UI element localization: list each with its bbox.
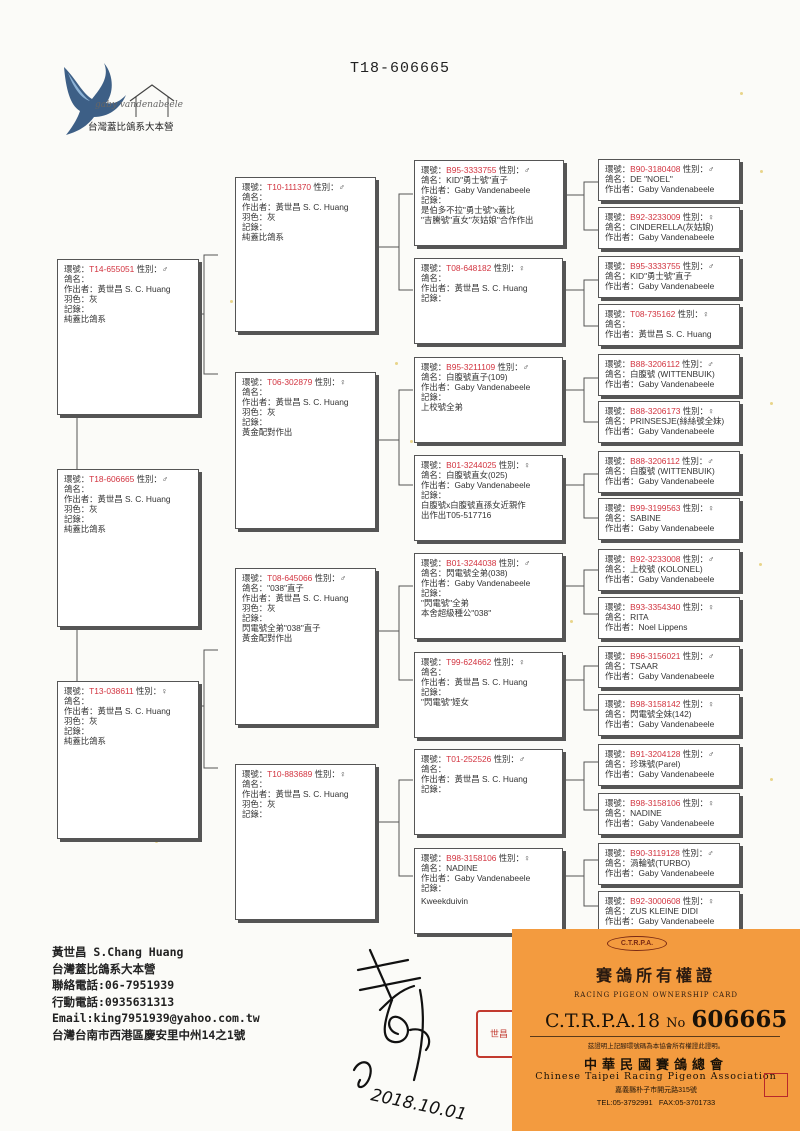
pedigree-card-g5-5: 環號：B88-3206112 性別：♂ 鴿名：白腹號 (WITTENBUIK) … [598, 354, 740, 396]
logo-name: 台灣蓋比鴿系大本營 [88, 122, 174, 133]
ring-number: B01-3244038 [446, 558, 497, 568]
pedigree-card-g4-1: 環號：B95-3333755 性別：♂ 鴿名：KID"勇士號"直子 作出者：Ga… [414, 160, 564, 246]
paper-speck [230, 300, 233, 303]
signature-date: 2018.10.01 [369, 1085, 468, 1120]
paper-speck [760, 170, 763, 173]
ctrpa-badge: C.T.R.P.A. [607, 936, 667, 951]
contact-name: 黃世昌 S.Chang Huang [52, 945, 184, 959]
pedigree-card-g4-2: 環號：T08-648182 性別：♀ 鴿名： 作出者：黃世昌 S. C. Hua… [414, 258, 563, 344]
pedigree-card-g4-8: 環號：B98-3158106 性別：♀ 鴿名：NADINE 作出者：Gaby V… [414, 848, 563, 934]
pedigree-card-g5-8: 環號：B99-3199563 性別：♀ 鴿名：SABINE 作出者：Gaby V… [598, 498, 740, 540]
ring-number: T01-252526 [446, 754, 492, 764]
pedigree-card-g4-6: 環號：T99-624662 性別：♀ 鴿名： 作出者：黃世昌 S. C. Hua… [414, 652, 563, 738]
pedigree-card-sire-sire: 環號：T10-111370 性別：♂ 鴿名： 作出者：黃世昌 S. C. Hua… [235, 177, 376, 332]
association-address: 嘉義縣朴子市開元路315號 [615, 1087, 697, 1094]
pedigree-card-g5-6: 環號：B88-3206173 性別：♀ 鴿名：PRINSESJE(絲絲號全妹) … [598, 401, 740, 443]
ring-number: T99-624662 [446, 657, 492, 667]
pedigree-card-g5-13: 環號：B91-3204128 性別：♂ 鴿名：珍珠號(Parel) 作出者：Ga… [598, 744, 740, 786]
paper-speck [570, 620, 573, 623]
ring-number: B01-3244025 [446, 460, 497, 470]
ring-number: B95-3333755 [446, 165, 497, 175]
ring-number: T18-606665 [89, 474, 135, 484]
pedigree-card-g5-14: 環號：B98-3158106 性別：♀ 鴿名：NADINE 作出者：Gaby V… [598, 793, 740, 835]
pedigree-card-sire-dam: 環號：T06-302879 性別：♀ 鴿名： 作出者：黃世昌 S. C. Hua… [235, 372, 376, 529]
ring-number: T10-883689 [267, 769, 313, 779]
ownership-card-subtitle: RACING PIGEON OWNERSHIP CARD [574, 991, 738, 999]
pedigree-card-g5-11: 環號：B96-3156021 性別：♂ 鴿名：TSAAR 作出者：Gaby Va… [598, 646, 740, 688]
pedigree-card-subject: 環號：T18-606665 性別：♂ 鴿名： 作出者：黃世昌 S. C. Hua… [57, 469, 199, 627]
ownership-card-title: 賽鴿所有權證 [595, 968, 716, 985]
pedigree-card-g5-1: 環號：B90-3180408 性別：♂ 鴿名：DE "NOEL" 作出者：Gab… [598, 159, 740, 201]
association-seal [764, 1073, 788, 1097]
paper-speck [740, 92, 743, 95]
ring-number: B98-3158106 [446, 853, 497, 863]
divider [530, 1036, 780, 1037]
contact-phone: 聯絡電話:06-7951939 [52, 978, 175, 993]
ring-number: T14-655051 [89, 264, 135, 274]
association-phone: TEL:05-3792991 FAX:05-3701733 [596, 1098, 716, 1107]
ring-number: T08-645066 [267, 573, 313, 583]
pedigree-card-g5-15: 環號：B90-3119128 性別：♂ 鴿名：渦輪號(TURBO) 作出者：Ga… [598, 843, 740, 885]
contact-block: 黃世昌 S.Chang Huang 台灣蓋比鴿系大本營 聯絡電話:06-7951… [52, 944, 260, 1044]
association-name: 中華民國賽鴿總會 [583, 1057, 728, 1072]
pedigree-card-sire: 環號：T14-655051 性別：♂ 鴿名： 作出者：黃世昌 S. C. Hua… [57, 259, 199, 415]
pedigree-card-g4-4: 環號：B01-3244025 性別：♀ 鴿名：白腹號直女(025) 作出者：Ga… [414, 455, 563, 541]
ring-number: T06-302879 [267, 377, 313, 387]
paper-speck [770, 402, 773, 405]
paper-speck [395, 362, 398, 365]
ownership-number: C.T.R.P.A.18 No 606665 [545, 1006, 788, 1033]
ring-number: B95-3211109 [446, 362, 496, 372]
ownership-note: 茲證明上記腳環號碼為本協會所有權證此證明。 [587, 1043, 725, 1050]
sex-symbol: ♂ [161, 474, 169, 484]
ring-number: T10-111370 [267, 182, 312, 192]
pedigree-card-g5-10: 環號：B93-3354340 性別：♀ 鴿名：RITA 作出者：Noel Lip… [598, 597, 740, 639]
pigeon-logo [64, 63, 175, 135]
pedigree-card-g4-5: 環號：B01-3244038 性別：♂ 鴿名：閃電號全弟(038) 作出者：Ga… [414, 553, 563, 639]
pedigree-card-g5-3: 環號：B95-3333755 性別：♂ 鴿名：KID"勇士號"直子 作出者：Ga… [598, 256, 740, 298]
ring-number: T13-038611 [89, 686, 134, 696]
association-name-en: Chinese Taipei Racing Pigeon Association [535, 1071, 777, 1082]
pedigree-card-g4-3: 環號：B95-3211109 性別：♂ 鴿名：白腹號直子(109) 作出者：Ga… [414, 357, 563, 443]
contact-email: Email:king7951939@yahoo.com.tw [52, 1011, 260, 1026]
contact-mobile: 行動電話:0935631313 [52, 994, 175, 1009]
pedigree-card-dam-sire: 環號：T08-645066 性別：♂ 鴿名："038"直子 作出者：黃世昌 S.… [235, 568, 376, 725]
pedigree-card-g5-4: 環號：T08-735162 性別：♀ 鴿名： 作出者：黃世昌 S. C. Hua… [598, 304, 740, 346]
pedigree-card-g4-7: 環號：T01-252526 性別：♂ 鴿名： 作出者：黃世昌 S. C. Hua… [414, 749, 563, 835]
ring-number: T08-648182 [446, 263, 492, 273]
logo-script-text: gaby vandenabeele [95, 100, 183, 110]
pedigree-card-g5-2: 環號：B92-3233009 性別：♀ 鴿名：CINDERELLA(灰姑娘) 作… [598, 207, 740, 249]
pedigree-card-g5-12: 環號：B98-3158142 性別：♀ 鴿名：閃電號全妹(142) 作出者：Ga… [598, 694, 740, 736]
pedigree-card-dam: 環號：T13-038611 性別：♀ 鴿名： 作出者：黃世昌 S. C. Hua… [57, 681, 199, 839]
pedigree-card-g5-7: 環號：B88-3206112 性別：♂ 鴿名：白腹號 (WITTENBUIK) … [598, 451, 740, 493]
paper-speck [410, 440, 413, 443]
contact-org: 台灣蓋比鴿系大本營 [52, 961, 156, 976]
pedigree-card-dam-dam: 環號：T10-883689 性別：♀ 鴿名： 作出者：黃世昌 S. C. Hua… [235, 764, 376, 920]
pedigree-card-g5-9: 環號：B92-3233008 性別：♂ 鴿名：上校號 (KOLONEL) 作出者… [598, 549, 740, 591]
paper-speck [770, 778, 773, 781]
handwritten-signature: 2018.10.01 [352, 948, 468, 1120]
contact-address: 台灣台南市西港區慶安里中州14之1號 [52, 1027, 246, 1042]
paper-speck [759, 563, 762, 566]
document-title: T18-606665 [349, 60, 450, 77]
ownership-card [512, 929, 800, 1131]
pedigree-card-g5-16: 環號：B92-3000608 性別：♀ 鴿名：ZUS KLEINE DIDI 作… [598, 891, 740, 933]
paper-speck [155, 840, 158, 843]
